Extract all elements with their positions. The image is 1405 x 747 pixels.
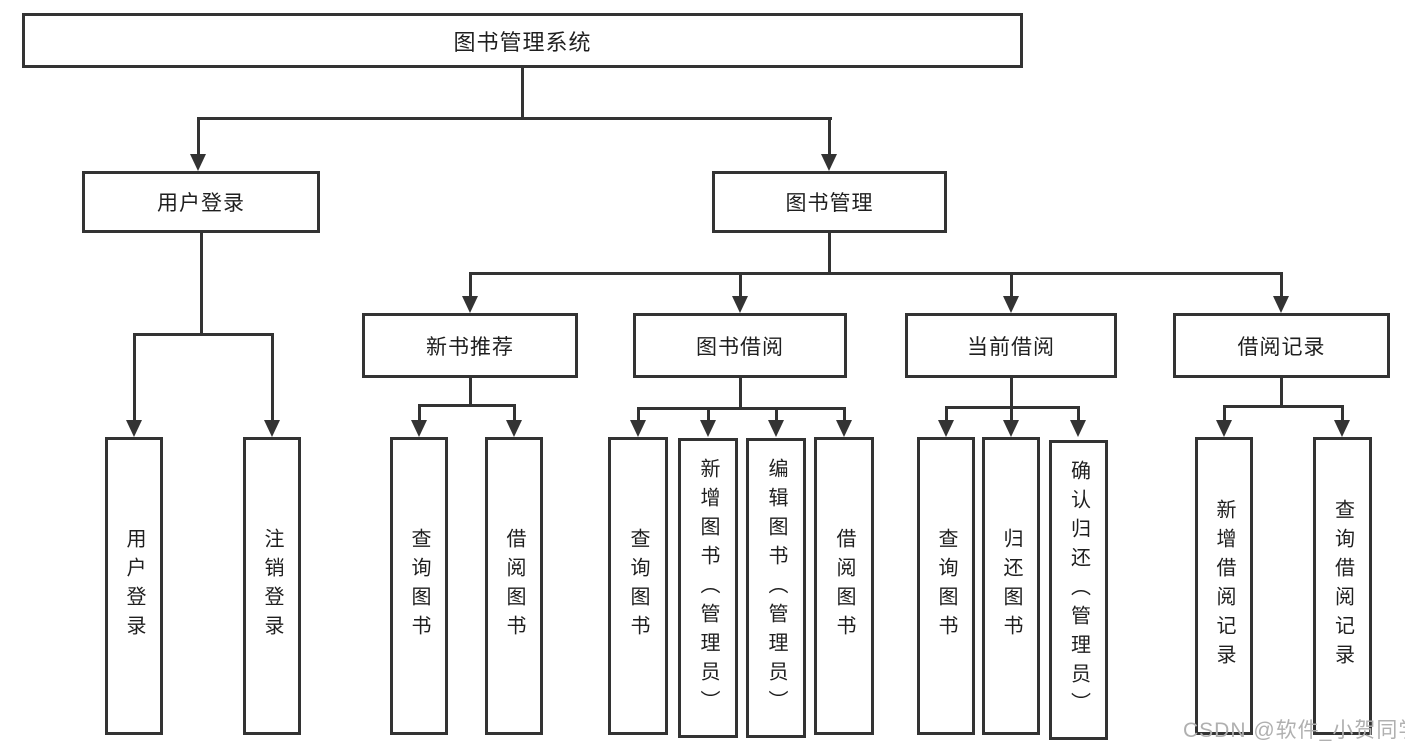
arrowhead-down-icon	[506, 420, 522, 437]
node-borrow-book-leaf: 借阅图书	[814, 437, 874, 735]
connector-line	[197, 117, 832, 120]
node-return-book-leaf: 归还图书	[982, 437, 1040, 735]
node-query-borrow-record-leaf: 查询借阅记录	[1313, 437, 1372, 735]
watermark-text: CSDN @软件_小贺同学	[1183, 719, 1405, 742]
connector-line	[1010, 378, 1013, 409]
leaf-label: 用户登录	[123, 528, 145, 644]
leaf-label: 归还图书	[1000, 528, 1022, 644]
connector-line	[271, 333, 274, 422]
connector-line	[1280, 272, 1283, 299]
node-add-book-admin-leaf: 新增图书（管理员）	[678, 438, 738, 738]
node-label: 图书借阅	[696, 335, 784, 359]
connector-line	[1077, 406, 1080, 422]
watermark: CSDN @软件_小贺同学	[1183, 714, 1405, 744]
connector-line	[739, 272, 742, 299]
arrowhead-down-icon	[1334, 420, 1350, 437]
connector-line	[843, 407, 846, 422]
arrowhead-down-icon	[1003, 296, 1019, 313]
arrowhead-down-icon	[1070, 420, 1086, 437]
node-edit-book-admin-leaf: 编辑图书（管理员）	[746, 438, 806, 738]
leaf-label: 查询图书	[935, 528, 957, 644]
connector-line	[521, 68, 524, 120]
node-user-login-label: 用户登录	[157, 192, 245, 215]
node-current-borrow: 当前借阅	[905, 313, 1117, 378]
arrowhead-down-icon	[1003, 420, 1019, 437]
connector-line	[1223, 405, 1344, 408]
connector-line	[828, 117, 831, 157]
connector-line	[1280, 378, 1283, 408]
leaf-label: 借阅图书	[833, 528, 855, 644]
connector-line	[418, 404, 516, 407]
node-user-login: 用户登录	[82, 171, 320, 233]
connector-line	[418, 404, 421, 422]
connector-line	[133, 333, 274, 336]
leaf-label: 查询借阅记录	[1331, 499, 1354, 673]
node-label: 新书推荐	[426, 335, 514, 359]
connector-line	[1223, 405, 1226, 422]
connector-line	[133, 333, 136, 422]
node-book-borrow: 图书借阅	[633, 313, 847, 378]
node-book-management-label: 图书管理	[785, 192, 874, 215]
node-root: 图书管理系统	[22, 13, 1023, 68]
arrowhead-down-icon	[732, 296, 748, 313]
arrowhead-down-icon	[768, 420, 784, 437]
node-new-book-recommend: 新书推荐	[362, 313, 578, 378]
connector-line	[828, 233, 831, 275]
node-borrow-records: 借阅记录	[1173, 313, 1390, 378]
connector-line	[707, 407, 710, 422]
arrowhead-down-icon	[190, 154, 206, 171]
connector-line	[1010, 406, 1013, 422]
arrowhead-down-icon	[700, 420, 716, 437]
node-borrow-book-leaf: 借阅图书	[485, 437, 543, 735]
node-label: 当前借阅	[967, 335, 1055, 359]
arrowhead-down-icon	[938, 420, 954, 437]
connector-line	[197, 117, 200, 157]
node-root-label: 图书管理系统	[453, 29, 592, 55]
leaf-label: 编辑图书（管理员）	[765, 457, 787, 719]
arrowhead-down-icon	[462, 296, 478, 313]
arrowhead-down-icon	[836, 420, 852, 437]
arrowhead-down-icon	[821, 154, 837, 171]
connector-line	[200, 233, 203, 336]
leaf-label: 借阅图书	[503, 528, 525, 644]
connector-line	[637, 407, 846, 410]
leaf-label: 查询图书	[627, 528, 649, 644]
leaf-label: 新增图书（管理员）	[697, 457, 719, 719]
connector-line	[513, 404, 516, 422]
connector-line	[739, 378, 742, 410]
arrowhead-down-icon	[264, 420, 280, 437]
connector-line	[469, 378, 472, 407]
node-add-borrow-record-leaf: 新增借阅记录	[1195, 437, 1253, 735]
connector-line	[637, 407, 640, 422]
node-confirm-return-admin-leaf: 确认归还（管理员）	[1049, 440, 1108, 740]
arrowhead-down-icon	[1273, 296, 1289, 313]
arrowhead-down-icon	[411, 420, 427, 437]
connector-line	[945, 406, 948, 422]
connector-line	[1341, 405, 1344, 422]
node-user-login-leaf: 用户登录	[105, 437, 163, 735]
node-logout-leaf: 注销登录	[243, 437, 301, 735]
node-query-book-leaf: 查询图书	[390, 437, 448, 735]
arrowhead-down-icon	[126, 420, 142, 437]
node-label: 借阅记录	[1237, 335, 1326, 359]
leaf-label: 注销登录	[261, 528, 283, 644]
connector-line	[469, 272, 1283, 275]
leaf-label: 新增借阅记录	[1213, 499, 1235, 673]
connector-line	[1010, 272, 1013, 299]
leaf-label: 查询图书	[408, 528, 430, 644]
arrowhead-down-icon	[1216, 420, 1232, 437]
node-query-book-leaf: 查询图书	[917, 437, 975, 735]
leaf-label: 确认归还（管理员）	[1067, 459, 1090, 721]
arrowhead-down-icon	[630, 420, 646, 437]
node-book-management: 图书管理	[712, 171, 947, 233]
connector-line	[775, 407, 778, 422]
node-query-book-leaf: 查询图书	[608, 437, 668, 735]
connector-line	[469, 272, 472, 299]
